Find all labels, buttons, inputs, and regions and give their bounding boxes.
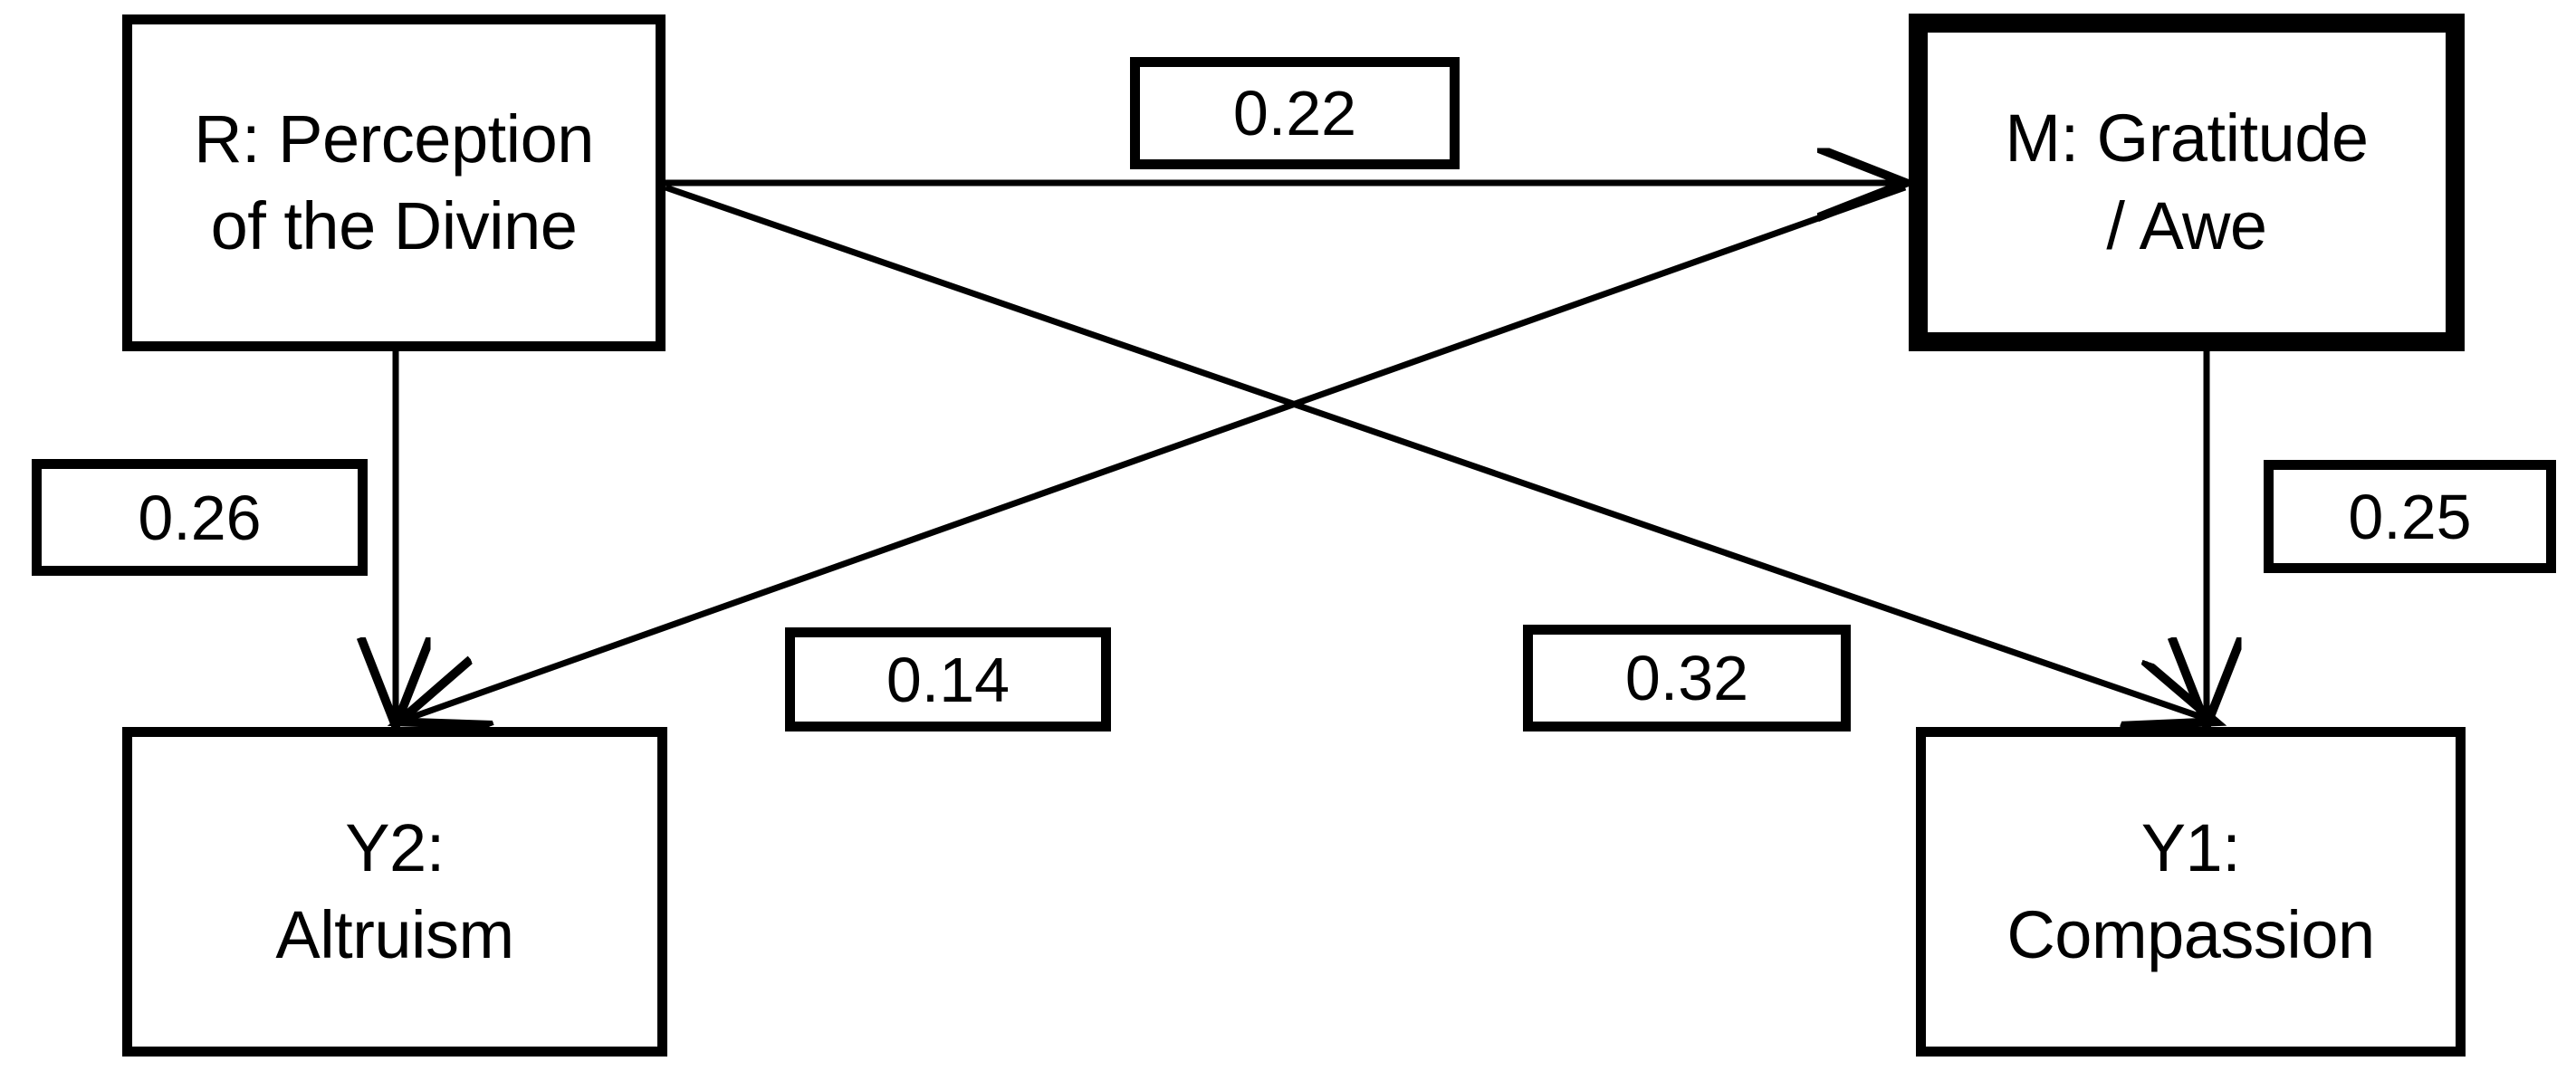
node-label-line1: R: Perception [194, 100, 594, 177]
node-label-line1: Y1: [2140, 809, 2241, 885]
node-label-line1: M: Gratitude [2005, 100, 2369, 177]
node-gratitude-awe[interactable]: M: Gratitude / Awe [1909, 14, 2465, 351]
node-altruism[interactable]: Y2: Altruism [122, 727, 667, 1057]
coefficient-m-to-y1: 0.25 [2264, 460, 2556, 573]
coefficient-r-to-y2: 0.26 [32, 459, 368, 576]
node-label-line2: of the Divine [210, 188, 578, 263]
node-label-line2: / Awe [2106, 187, 2267, 263]
node-label-line1: Y2: [345, 809, 445, 885]
arrow-r-to-y1 [664, 184, 2209, 720]
coefficient-r-to-y1: 0.32 [1523, 625, 1851, 732]
coefficient-m-to-y2: 0.14 [785, 627, 1111, 732]
node-perception-of-the-divine[interactable]: R: Perception of the Divine [122, 14, 666, 351]
arrow-m-to-y2 [405, 184, 1907, 720]
node-compassion[interactable]: Y1: Compassion [1916, 727, 2466, 1057]
node-label-line2: Altruism [275, 897, 514, 972]
node-label-line2: Compassion [2006, 897, 2375, 972]
coefficient-r-to-m: 0.22 [1130, 57, 1460, 169]
